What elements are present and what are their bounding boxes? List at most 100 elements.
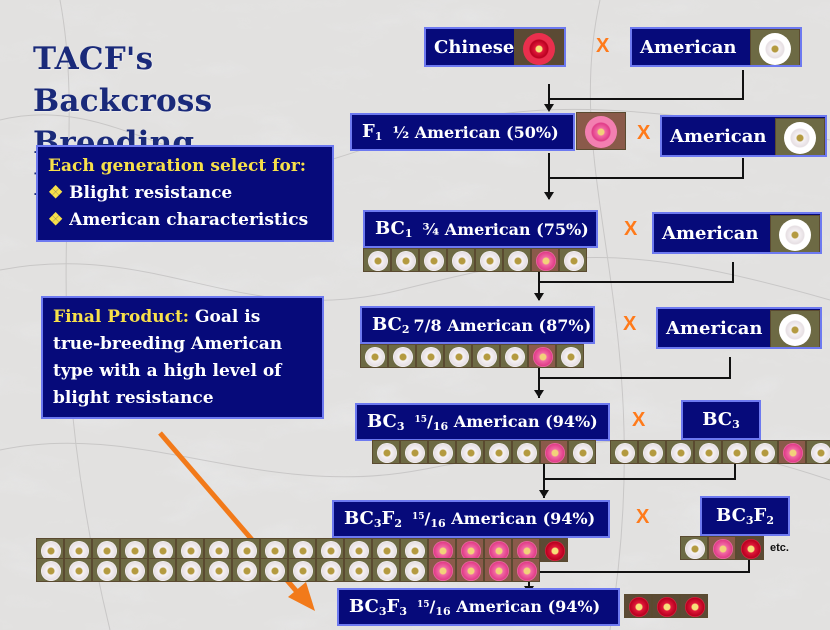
pink-flower-icon (456, 558, 484, 582)
cross-symbol: X (596, 35, 610, 57)
flower-bloom (517, 541, 537, 561)
selection-heading: Each generation select for: (48, 156, 307, 176)
white-flower-icon (316, 558, 344, 582)
flower-bloom (349, 561, 369, 581)
flower-bloom (523, 33, 555, 65)
flower-bloom (657, 597, 677, 617)
flower-bloom (573, 443, 593, 463)
bc2-generation: BC2 (372, 314, 410, 336)
cross-symbol: X (632, 409, 646, 431)
white-flower-icon (456, 440, 484, 464)
bc3f2-percent: 15/16 American (94%) (411, 508, 596, 530)
connector-line (548, 84, 550, 98)
flower-bloom (433, 561, 453, 581)
diamond-bullet-icon: ❖ (48, 183, 64, 203)
flower-bloom (405, 541, 425, 561)
cross-symbol: X (623, 313, 637, 335)
american-parent-node: American (656, 307, 822, 349)
white-flower-icon (484, 440, 512, 464)
american-label: American (662, 222, 759, 244)
pink-flower-icon (512, 558, 540, 582)
american-label: American (666, 317, 763, 339)
flower-bloom (461, 561, 481, 581)
white-flower-icon (120, 558, 148, 582)
flower-bloom (489, 443, 509, 463)
white-flower-icon (568, 440, 596, 464)
flower-bloom (489, 561, 509, 581)
white-flower-icon (770, 215, 820, 252)
flower-bloom (349, 541, 369, 561)
flower-bloom (545, 541, 565, 561)
bc3f2-generation: BC3F2 (344, 508, 402, 530)
connector-line (538, 362, 540, 398)
f1-node: F1 ½ American (50%) (350, 113, 575, 151)
white-flower-icon (64, 558, 92, 582)
flower-bloom (545, 443, 565, 463)
diamond-bullet-icon: ❖ (48, 210, 64, 230)
flower-bloom (153, 561, 173, 581)
flower-bloom (405, 443, 425, 463)
white-flower-icon (770, 310, 820, 347)
connector-line (732, 262, 734, 283)
white-flower-icon (722, 440, 750, 464)
red-flower-icon (736, 536, 764, 560)
flower-bloom (265, 561, 285, 581)
flower-bloom (671, 443, 691, 463)
flower-bloom (585, 116, 617, 148)
white-flower-icon (372, 558, 400, 582)
selection-criteria-box: Each generation select for: ❖ Blight res… (36, 145, 334, 242)
bc1-progeny-strip (363, 248, 587, 272)
flower-bloom (564, 251, 584, 271)
flower-bloom (125, 541, 145, 561)
bc3-percent: 15/16 American (94%) (414, 411, 598, 433)
bc3-generation: BC3 (367, 411, 405, 433)
connector-line (742, 158, 744, 179)
pink-flower-icon (576, 112, 626, 150)
flower-bloom (293, 561, 313, 581)
flower-bloom (209, 541, 229, 561)
white-flower-icon (360, 344, 388, 368)
white-flower-icon (391, 248, 419, 272)
connector-line (734, 462, 736, 480)
connector-line (528, 571, 750, 573)
flower-bloom (424, 251, 444, 271)
flower-bloom (69, 541, 89, 561)
flower-bloom (783, 443, 803, 463)
white-flower-icon (344, 558, 372, 582)
pink-flower-icon (531, 248, 559, 272)
bc3f3-node: BC3F3 15/16 American (94%) (337, 588, 620, 626)
connector-line (729, 357, 731, 379)
red-flower-icon (540, 538, 568, 562)
connector-line (748, 557, 750, 573)
flower-bloom (396, 251, 416, 271)
flower-bloom (461, 541, 481, 561)
bc3f3-percent: 15/16 American (94%) (416, 596, 601, 618)
flower-bloom (377, 541, 397, 561)
bc2-progeny-strip (360, 344, 584, 368)
red-flower-icon (652, 594, 680, 618)
white-flower-icon (416, 344, 444, 368)
white-flower-icon (400, 558, 428, 582)
connector-line (742, 70, 744, 100)
connector-line (548, 153, 550, 199)
red-flower-icon (514, 29, 564, 65)
white-flower-icon (447, 248, 475, 272)
flower-bloom (779, 219, 811, 251)
flower-bloom (699, 443, 719, 463)
etc-label: etc. (770, 542, 789, 554)
bc3-progeny-strip (372, 440, 596, 464)
flower-bloom (517, 561, 537, 581)
cross-symbol: X (624, 218, 638, 240)
flower-bloom (368, 251, 388, 271)
pink-flower-icon (540, 440, 568, 464)
pink-flower-icon (528, 344, 556, 368)
bc2-node: BC2 7/8 American (87%) (360, 306, 595, 344)
bc3f2-node: BC3F2 15/16 American (94%) (332, 500, 610, 538)
american-parent-node: American (630, 27, 802, 67)
white-flower-icon (680, 536, 708, 560)
flower-bloom (561, 347, 581, 367)
bc3f2-progeny-row (36, 558, 540, 582)
white-flower-icon (694, 440, 722, 464)
white-flower-icon (500, 344, 528, 368)
bc1-generation: BC1 (375, 218, 413, 240)
